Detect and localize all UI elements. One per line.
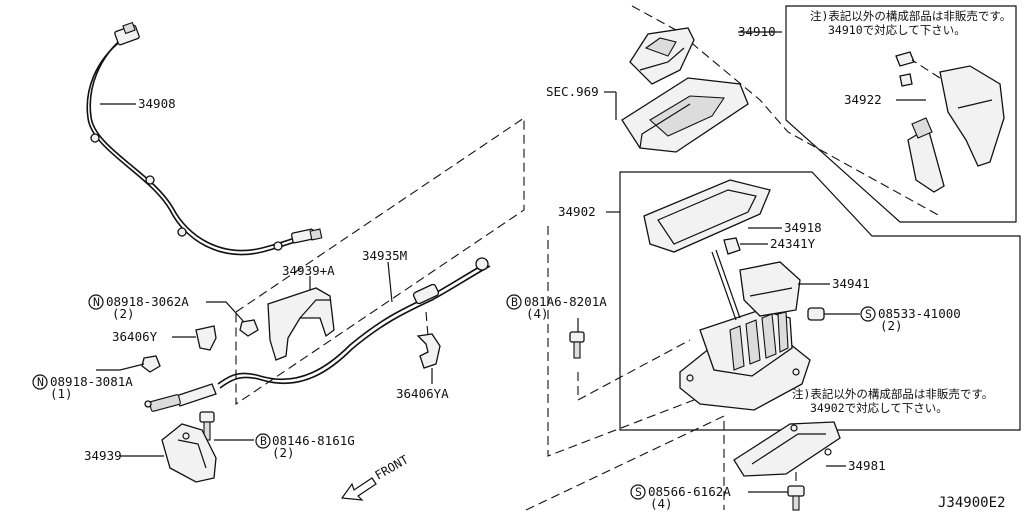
qty-08918-3081a: (1) — [50, 386, 73, 401]
symbol-s-2: S — [635, 485, 642, 499]
knob-34910-assembly — [629, 27, 695, 85]
bolt-081a6-8201a — [506, 294, 585, 359]
qty-08918-3062a: (2) — [112, 306, 135, 321]
label-34935m: 34935M — [362, 248, 407, 263]
dashed-guide-bottom — [525, 415, 725, 511]
label-34910: 34910 — [738, 24, 776, 39]
label-08918-3081a: 08918-3081A — [50, 374, 133, 389]
label-08918-3062a: 08918-3062A — [106, 294, 189, 309]
label-34939a: 34939+A — [282, 263, 335, 278]
clip-36406ya — [416, 311, 441, 384]
cover-34981 — [733, 421, 846, 477]
qty-08533-41000: (2) — [880, 318, 903, 333]
label-34941: 34941 — [832, 276, 870, 291]
label-sec969: SEC.969 — [546, 84, 599, 99]
note-34910-line1: 注)表記以外の構成部品は非販売です。 — [810, 9, 1011, 23]
qty-08566-6162a: (4) — [650, 496, 673, 511]
label-34922: 34922 — [844, 92, 882, 107]
nut-08918-3081a — [32, 355, 161, 390]
cable-34908 — [86, 21, 323, 256]
bulb-24341y — [723, 237, 768, 255]
label-36406ya: 36406YA — [396, 386, 449, 401]
label-08566-6162a: 08566-6162A — [648, 484, 731, 499]
label-34908: 34908 — [138, 96, 176, 111]
qty-08146-8161g: (2) — [272, 445, 295, 460]
label-24341y: 24341Y — [770, 236, 816, 251]
label-36406y: 36406Y — [112, 329, 158, 344]
symbol-s-1: S — [865, 307, 872, 321]
label-34918: 34918 — [784, 220, 822, 235]
note-box-34910 — [785, 5, 1017, 223]
label-front: FRONT — [373, 452, 411, 482]
part-box-34902 — [619, 171, 1021, 431]
dashed-guide-left — [547, 226, 721, 457]
dashed-guide-bolt — [577, 339, 691, 401]
bracket-34939a — [267, 276, 335, 361]
screw-08533-41000 — [807, 306, 876, 322]
bolt-08146-8161g — [199, 411, 271, 449]
label-34902: 34902 — [558, 204, 596, 219]
bolt-08566-6162a — [630, 472, 805, 511]
diagram-code: J34900E2 — [938, 495, 1005, 511]
dashed-guide-top — [631, 5, 941, 217]
knob-34922 — [895, 51, 1005, 193]
cable-34935m — [144, 257, 491, 412]
label-08146-8161g: 08146-8161G — [272, 433, 355, 448]
finisher-sec969 — [604, 77, 749, 153]
label-34981: 34981 — [848, 458, 886, 473]
dashed-outline-bracket — [235, 116, 525, 406]
bracket-34939 — [120, 423, 217, 483]
note-34910-line2: 34910で対応して下さい。 — [828, 23, 966, 37]
qty-081a6-8201a: (4) — [526, 306, 549, 321]
gasket-34918 — [643, 179, 782, 253]
note-34902-line2: 34902で対応して下さい。 — [810, 401, 948, 415]
nut-08918-3062a — [88, 294, 259, 337]
symbol-n-1: N — [93, 295, 100, 309]
symbol-n-2: N — [37, 375, 44, 389]
label-081a6-8201a: 081A6-8201A — [524, 294, 607, 309]
symbol-b-2: B — [511, 295, 518, 309]
clip-36406y — [172, 325, 217, 351]
shifter-device — [679, 249, 830, 411]
symbol-b-1: B — [260, 434, 267, 448]
front-arrow — [340, 477, 377, 501]
label-34939: 34939 — [84, 448, 122, 463]
note-34902-line1: 注)表記以外の構成部品は非販売です。 — [792, 387, 993, 401]
label-08533-41000: 08533-41000 — [878, 306, 961, 321]
